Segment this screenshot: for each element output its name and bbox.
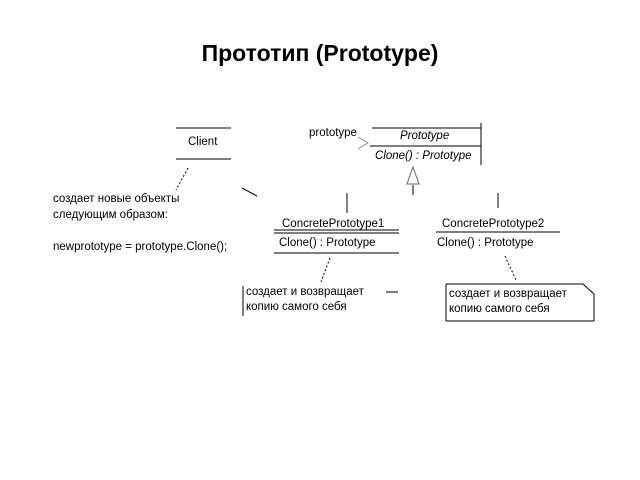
- association-label: prototype: [309, 127, 357, 139]
- client-note-line-2: следующим образом:: [53, 209, 168, 221]
- inheritance-triangle: [406, 165, 420, 185]
- concrete1-note-line-2: копию самого себя: [246, 301, 347, 313]
- client-note-corner: [241, 187, 258, 197]
- concrete2-note-line-2: копию самого себя: [449, 303, 550, 315]
- prototype-class-name: Prototype: [400, 130, 450, 142]
- slide-title: Прототип (Prototype): [201, 40, 439, 66]
- client-note-line-1: создает новые объекты: [53, 193, 180, 205]
- client-note-connector: [175, 167, 189, 191]
- concrete2-class-name: ConcretePrototype2: [442, 218, 545, 230]
- concrete2-class-method: Clone() : Prototype: [437, 237, 534, 249]
- concrete2-note-line-1: создает и возвращает: [449, 288, 567, 300]
- concrete2-note-connector: [504, 255, 517, 281]
- concrete2-note-fold: [582, 283, 595, 295]
- client-note-line-3: newprototype = prototype.Clone();: [53, 241, 228, 253]
- prototype-class-method: Clone() : Prototype: [375, 150, 472, 162]
- client-class-name: Client: [188, 136, 218, 148]
- concrete1-class-name: ConcretePrototype1: [282, 218, 385, 230]
- association-arrowhead: [357, 136, 369, 150]
- concrete1-class-method: Clone() : Prototype: [279, 237, 376, 249]
- concrete1-note-connector: [320, 257, 331, 283]
- concrete1-note-line-1: создает и возвращает: [246, 286, 364, 298]
